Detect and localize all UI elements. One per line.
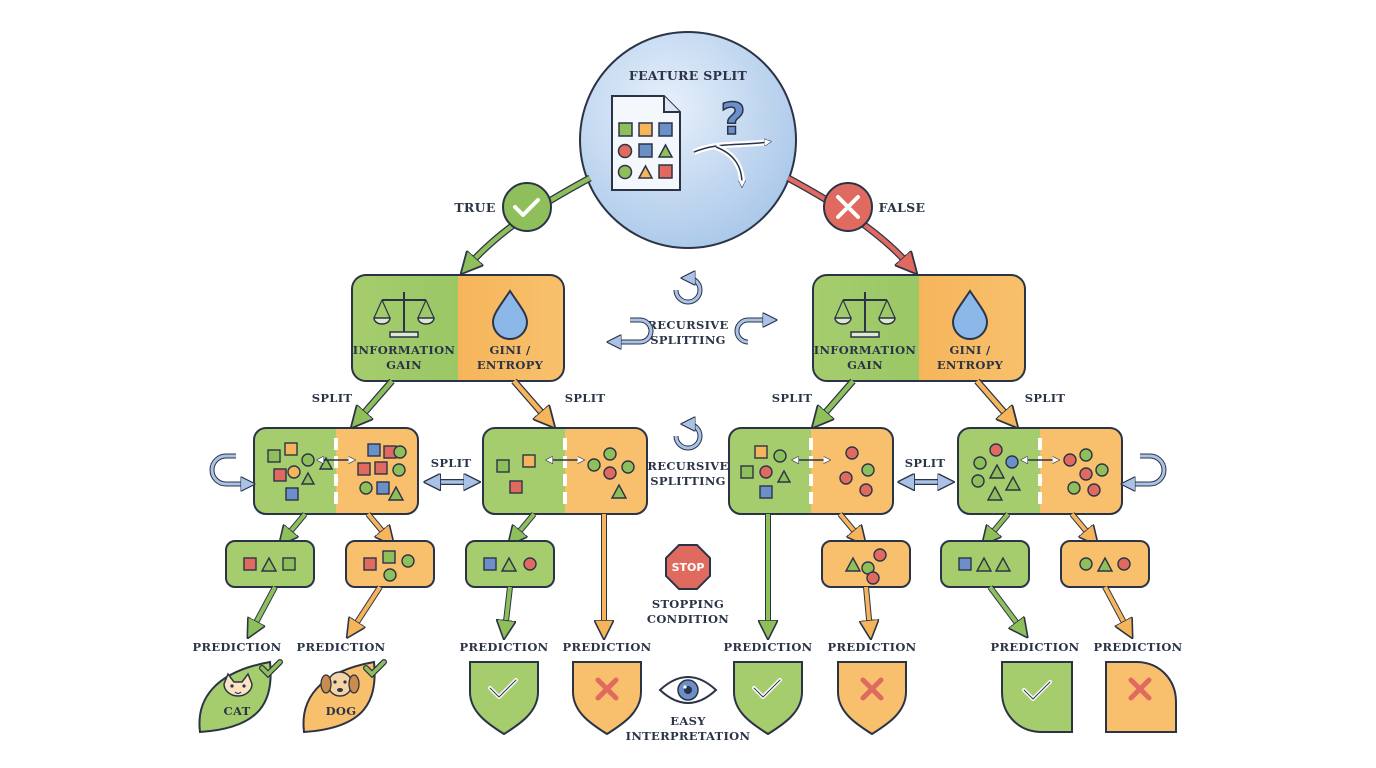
stopping-label-2: CONDITION xyxy=(647,612,729,626)
subset-box xyxy=(821,540,911,588)
prediction-label: PREDICTION xyxy=(460,640,549,654)
gini-label-2: ENTROPY xyxy=(477,358,544,372)
subset-box xyxy=(940,540,1030,588)
scale-icon xyxy=(834,292,896,338)
document-icon xyxy=(611,95,681,191)
prediction-label: PREDICTION xyxy=(828,640,917,654)
loop-arrow-icon xyxy=(1128,454,1166,484)
check-icon xyxy=(364,660,386,677)
scale-icon xyxy=(373,292,435,338)
prediction-orange-1 xyxy=(572,661,642,736)
subset-to-prediction-arrows xyxy=(252,585,1128,630)
prediction-orange-2 xyxy=(837,661,907,736)
easy-label-2: INTERPRETATION xyxy=(626,729,751,743)
water-drop-icon xyxy=(491,289,529,340)
question-mark-icon: ? xyxy=(719,93,746,146)
split-label: SPLIT xyxy=(905,456,946,470)
dog-leaf: DOG xyxy=(302,659,387,734)
cross-icon xyxy=(1128,677,1152,701)
fork-arrow-icon xyxy=(692,142,768,184)
cat-label: CAT xyxy=(224,704,251,718)
recursive-label-1: RECURSIVE xyxy=(647,318,728,332)
recursive-splitting-top: RECURSIVE SPLITTING xyxy=(614,278,770,347)
criteria-box-right: INFORMATION GAIN GINI / ENTROPY xyxy=(812,274,1026,382)
information-gain-label-2: GAIN xyxy=(386,358,422,372)
loop-arrow-left-icon xyxy=(614,318,653,342)
check-icon xyxy=(502,182,552,232)
subset-box xyxy=(1060,540,1150,588)
prediction-label: PREDICTION xyxy=(991,640,1080,654)
stop-sign-icon xyxy=(665,544,711,590)
cross-icon xyxy=(595,677,619,701)
true-branch: TRUE xyxy=(454,174,592,266)
stop-sign-text: STOP xyxy=(672,561,705,574)
dog-label: DOG xyxy=(326,704,357,718)
prediction-green-2 xyxy=(733,661,803,736)
prediction-label: PREDICTION xyxy=(193,640,282,654)
recursive-label-2: SPLITTING xyxy=(650,333,726,347)
recursive-label-1: RECURSIVE xyxy=(647,459,728,473)
subset-box xyxy=(225,540,315,588)
cat-leaf: CAT xyxy=(198,659,283,734)
water-drop-icon xyxy=(951,289,989,340)
eye-icon xyxy=(658,676,718,704)
easy-label-1: EASY xyxy=(670,714,706,728)
prediction-labels: PREDICTION PREDICTION PREDICTION PREDICT… xyxy=(193,640,1183,654)
stopping-label-1: STOPPING xyxy=(652,597,724,611)
split-box-3 xyxy=(728,427,894,515)
true-label: TRUE xyxy=(454,200,495,215)
dog-icon xyxy=(320,671,360,697)
gini-label-1: GINI / xyxy=(489,343,531,357)
criteria-box-left: INFORMATION GAIN GINI / ENTROPY xyxy=(351,274,565,382)
split-box-4 xyxy=(957,427,1123,515)
split-to-subset-arrows xyxy=(285,512,1092,630)
prediction-label: PREDICTION xyxy=(563,640,652,654)
information-gain-label-2: GAIN xyxy=(847,358,883,372)
prediction-green-1 xyxy=(469,661,539,736)
subset-box xyxy=(465,540,555,588)
prediction-green-3 xyxy=(1001,661,1073,733)
information-gain-label-1: INFORMATION xyxy=(814,343,917,357)
prediction-label: PREDICTION xyxy=(297,640,386,654)
gini-label-1: GINI / xyxy=(949,343,991,357)
prediction-label: PREDICTION xyxy=(1094,640,1183,654)
easy-interpretation: EASY INTERPRETATION xyxy=(626,676,751,743)
subset-boxes xyxy=(225,540,1150,588)
false-label: FALSE xyxy=(879,200,926,215)
prediction-orange-3 xyxy=(1105,661,1177,733)
split-label: SPLIT xyxy=(1025,391,1066,405)
split-box-1 xyxy=(253,427,419,515)
root-title: FEATURE SPLIT xyxy=(629,68,748,83)
prediction-label: PREDICTION xyxy=(724,640,813,654)
gini-label-2: ENTROPY xyxy=(937,358,1004,372)
cat-icon xyxy=(223,672,253,697)
information-gain-label-1: INFORMATION xyxy=(353,343,456,357)
check-icon xyxy=(260,660,282,677)
split-box-2 xyxy=(482,427,648,515)
false-branch: FALSE xyxy=(786,174,926,266)
subset-box xyxy=(345,540,435,588)
cycle-icon xyxy=(674,424,702,450)
split-label: SPLIT xyxy=(312,391,353,405)
cycle-icon xyxy=(674,278,702,304)
loop-arrow-right-icon xyxy=(735,320,770,344)
split-label: SPLIT xyxy=(772,391,813,405)
split-connectors: SPLIT SPLIT RECURSIVE SPLITTING xyxy=(209,424,1167,488)
split-label: SPLIT xyxy=(431,456,472,470)
loop-arrow-icon xyxy=(210,454,248,484)
stopping-condition: STOP STOPPING CONDITION xyxy=(647,544,729,626)
criteria-to-split-arrows: SPLIT SPLIT SPLIT SPLIT xyxy=(312,378,1066,420)
split-label: SPLIT xyxy=(565,391,606,405)
svg-text:?: ? xyxy=(720,94,746,145)
recursive-label-2: SPLITTING xyxy=(650,474,726,488)
feature-split-node: FEATURE SPLIT ? xyxy=(579,31,797,249)
cross-icon xyxy=(860,677,884,701)
